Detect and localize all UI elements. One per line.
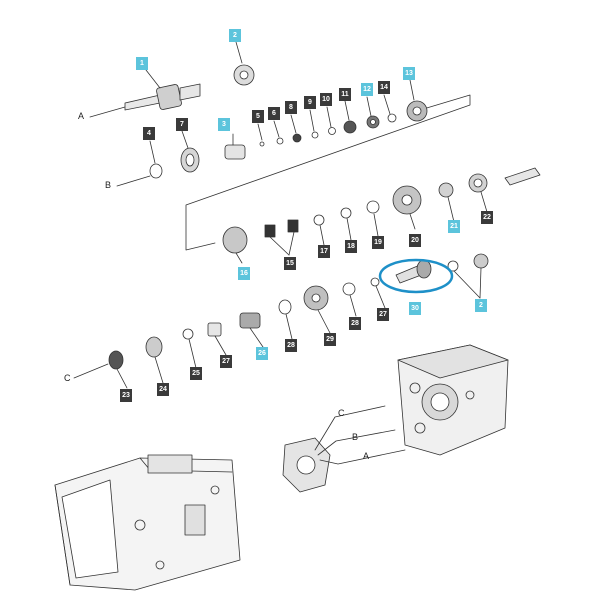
part-tag-14: 14: [378, 81, 390, 94]
part-tag-27-left: 27: [220, 355, 232, 368]
part-tag-12: 12: [361, 83, 373, 96]
cover-flange: [282, 437, 331, 493]
part-tag-25: 25: [190, 367, 202, 380]
part-tag-8: 8: [285, 101, 297, 114]
letter-a-center: A: [363, 451, 370, 461]
leader-a-top: [89, 106, 126, 118]
row2-parts: [222, 167, 541, 254]
part-tag-22: 22: [481, 211, 493, 224]
part-tag-26: 26: [256, 347, 268, 360]
part-tag-24: 24: [157, 383, 169, 396]
part-tag-19: 19: [372, 236, 384, 249]
part-tag-9: 9: [304, 96, 316, 109]
part-tag-3: 3: [218, 118, 230, 131]
part-tag-20: 20: [409, 234, 421, 247]
part-tag-29: 29: [324, 333, 336, 346]
bearing-2: [233, 64, 255, 86]
part-tag-2: 2: [229, 29, 241, 42]
letter-c-left: C: [64, 373, 71, 383]
part-tag-18: 18: [345, 240, 357, 253]
part-tag-27-right: 27: [377, 308, 389, 321]
part-tag-4: 4: [143, 127, 155, 140]
part-tag-2-lower: 2: [475, 299, 487, 312]
input-shaft: [124, 83, 201, 111]
letter-a-top: A: [78, 111, 85, 121]
part-tag-13: 13: [403, 67, 415, 80]
gearbox-housing-right: [397, 344, 509, 456]
letter-c-center: C: [338, 408, 345, 418]
letter-b-left: B: [105, 180, 112, 190]
row3-parts: [108, 253, 489, 370]
part-tag-21: 21: [448, 220, 460, 233]
part-tag-23: 23: [120, 389, 132, 402]
part-tag-16: 16: [238, 267, 250, 280]
part-tag-6: 6: [268, 107, 280, 120]
part-tag-15: 15: [284, 257, 296, 270]
part-tag-1: 1: [136, 57, 148, 70]
part-tag-11: 11: [339, 88, 351, 101]
part-tag-10: 10: [320, 93, 332, 106]
part-tag-17: 17: [318, 245, 330, 258]
highlight-ring: [378, 258, 454, 294]
main-transmission-case: [54, 454, 241, 591]
part-tag-7: 7: [176, 118, 188, 131]
letter-b-center: B: [352, 432, 359, 442]
part-tag-5: 5: [252, 110, 264, 123]
part-tag-28-left: 28: [285, 339, 297, 352]
part-tag-30: 30: [409, 302, 421, 315]
row1-parts: [224, 100, 428, 160]
part-tag-28-right: 28: [349, 317, 361, 330]
